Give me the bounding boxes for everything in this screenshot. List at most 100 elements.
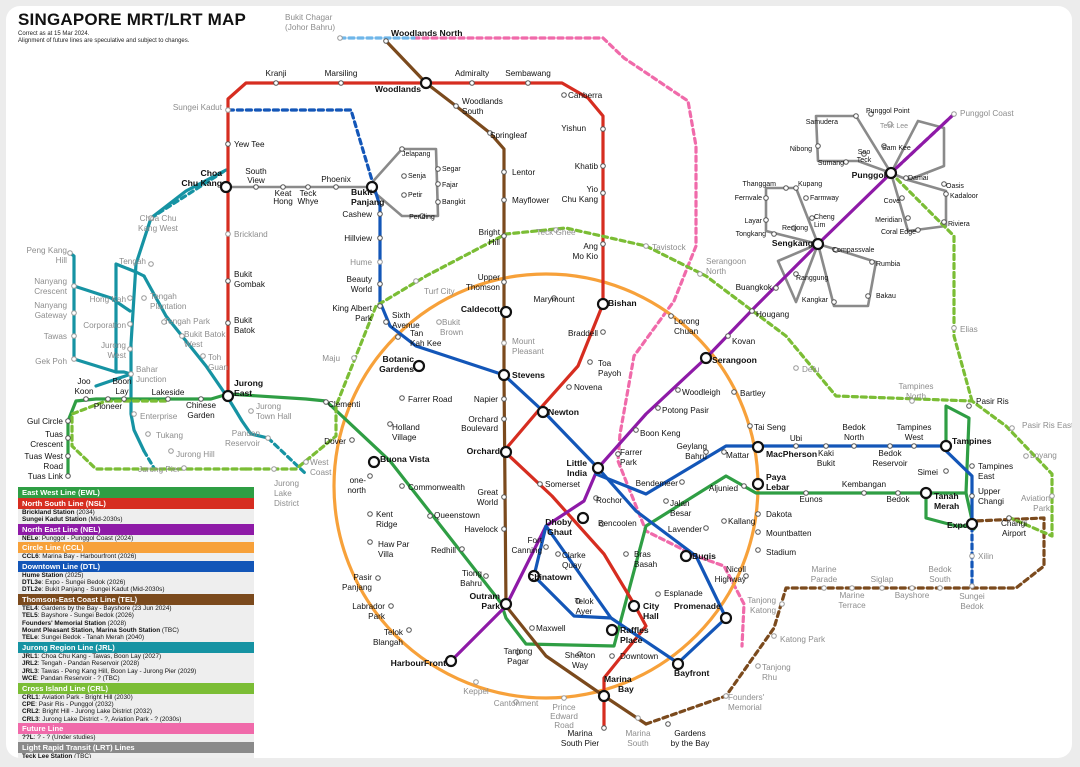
station-label[interactable]: Haw Par xyxy=(378,540,410,549)
station-marker[interactable] xyxy=(501,197,507,203)
station-marker[interactable] xyxy=(887,443,893,449)
station-label[interactable]: Oasis xyxy=(946,183,964,190)
station-marker[interactable] xyxy=(141,295,147,301)
station-label[interactable]: Brickland xyxy=(234,230,268,239)
station-label[interactable]: Little xyxy=(566,458,587,468)
station-label[interactable]: Keppel xyxy=(463,687,489,696)
interchange-station-marker[interactable] xyxy=(919,486,933,500)
station-label[interactable]: Villa xyxy=(378,550,394,559)
station-marker[interactable] xyxy=(333,184,339,190)
station-label[interactable]: Expo xyxy=(947,520,968,530)
station-label[interactable]: Kah Kee xyxy=(410,339,442,348)
station-label[interactable]: Downtown xyxy=(620,652,659,661)
station-marker[interactable] xyxy=(383,38,389,44)
station-marker[interactable] xyxy=(951,325,957,331)
station-marker[interactable] xyxy=(65,418,71,424)
station-label[interactable]: District xyxy=(274,499,300,508)
station-label[interactable]: by the Bay xyxy=(671,739,711,748)
station-label[interactable]: East xyxy=(978,472,995,481)
station-label[interactable]: Promenade xyxy=(674,601,721,611)
station-marker[interactable] xyxy=(831,299,837,305)
station-label[interactable]: Besar xyxy=(670,509,692,518)
station-marker[interactable] xyxy=(435,166,441,172)
station-marker[interactable] xyxy=(843,159,849,165)
interchange-station-marker[interactable] xyxy=(939,439,953,453)
station-marker[interactable] xyxy=(969,583,975,589)
station-label[interactable]: Marine xyxy=(811,565,836,574)
station-label[interactable]: Bedok xyxy=(886,495,910,504)
station-label[interactable]: Novena xyxy=(574,383,603,392)
station-marker[interactable] xyxy=(367,539,373,545)
station-marker[interactable] xyxy=(71,333,77,339)
station-marker[interactable] xyxy=(165,396,171,402)
station-label[interactable]: Maxwell xyxy=(536,624,566,633)
station-label[interactable]: Chu Kang xyxy=(181,178,222,188)
station-marker[interactable] xyxy=(655,591,661,597)
line-jrl[interactable] xyxy=(72,357,118,374)
station-label[interactable]: Yio xyxy=(586,185,598,194)
line-ewl[interactable] xyxy=(944,404,971,495)
station-label[interactable]: Coast xyxy=(310,468,332,477)
station-marker[interactable] xyxy=(771,231,777,237)
station-label[interactable]: Joo xyxy=(77,377,91,386)
station-marker[interactable] xyxy=(377,211,383,217)
interchange-station-marker[interactable] xyxy=(365,180,379,194)
station-label[interactable]: (Johor Bahru) xyxy=(285,23,335,32)
station-label[interactable]: Village xyxy=(392,433,417,442)
station-label[interactable]: Tan xyxy=(410,329,424,338)
station-marker[interactable] xyxy=(723,693,729,699)
station-marker[interactable] xyxy=(911,443,917,449)
station-marker[interactable] xyxy=(793,271,799,277)
station-label[interactable]: Marina xyxy=(625,729,650,738)
station-marker[interactable] xyxy=(905,215,911,221)
station-marker[interactable] xyxy=(253,184,259,190)
station-label[interactable]: Coral Edge xyxy=(881,229,916,236)
station-label[interactable]: Gardens xyxy=(379,364,414,374)
station-marker[interactable] xyxy=(427,513,433,519)
station-label[interactable]: Blangah xyxy=(373,638,403,647)
station-label[interactable]: Jurong Hill xyxy=(176,450,215,459)
interchange-station-marker[interactable] xyxy=(591,461,605,475)
line-jrl[interactable] xyxy=(142,449,156,470)
station-label[interactable]: Memorial xyxy=(728,703,762,712)
station-marker[interactable] xyxy=(338,80,344,86)
station-marker[interactable] xyxy=(600,126,606,132)
station-label[interactable]: Renjong xyxy=(782,225,808,232)
station-marker[interactable] xyxy=(179,333,185,339)
station-marker[interactable] xyxy=(65,435,71,441)
interchange-station-marker[interactable] xyxy=(596,297,610,311)
station-marker[interactable] xyxy=(943,468,949,474)
station-label[interactable]: Marina xyxy=(567,729,592,738)
station-label[interactable]: Farrer Road xyxy=(408,395,453,404)
station-label[interactable]: Cantonment xyxy=(494,699,539,708)
station-label[interactable]: Cashew xyxy=(342,210,372,219)
station-label[interactable]: Place xyxy=(620,635,643,645)
station-marker[interactable] xyxy=(513,699,519,705)
station-marker[interactable] xyxy=(225,141,231,147)
station-label[interactable]: Raffles xyxy=(620,625,649,635)
station-marker[interactable] xyxy=(349,437,355,443)
station-marker[interactable] xyxy=(815,143,821,149)
station-label[interactable]: Kang West xyxy=(138,224,179,233)
line-jrl[interactable] xyxy=(129,168,228,453)
station-marker[interactable] xyxy=(969,493,975,499)
station-marker[interactable] xyxy=(67,250,73,256)
interchange-station-marker[interactable] xyxy=(884,166,898,180)
station-marker[interactable] xyxy=(435,199,441,205)
interchange-station-marker[interactable] xyxy=(527,569,541,583)
station-marker[interactable] xyxy=(383,319,389,325)
station-label[interactable]: Tengah xyxy=(150,292,177,301)
station-label[interactable]: Segar xyxy=(442,166,461,173)
station-marker[interactable] xyxy=(1009,425,1015,431)
station-label[interactable]: World xyxy=(477,498,499,507)
station-label[interactable]: Hillview xyxy=(344,234,372,243)
station-label[interactable]: Sumang xyxy=(818,160,844,167)
station-label[interactable]: Park xyxy=(620,458,638,467)
station-label[interactable]: Bedok xyxy=(960,602,984,611)
interchange-station-marker[interactable] xyxy=(221,389,235,403)
station-label[interactable]: Stadium xyxy=(766,548,796,557)
station-marker[interactable] xyxy=(793,365,799,371)
station-label[interactable]: West xyxy=(184,340,203,349)
station-label[interactable]: Park xyxy=(1033,504,1051,513)
station-label[interactable]: Nicoll xyxy=(726,565,746,574)
